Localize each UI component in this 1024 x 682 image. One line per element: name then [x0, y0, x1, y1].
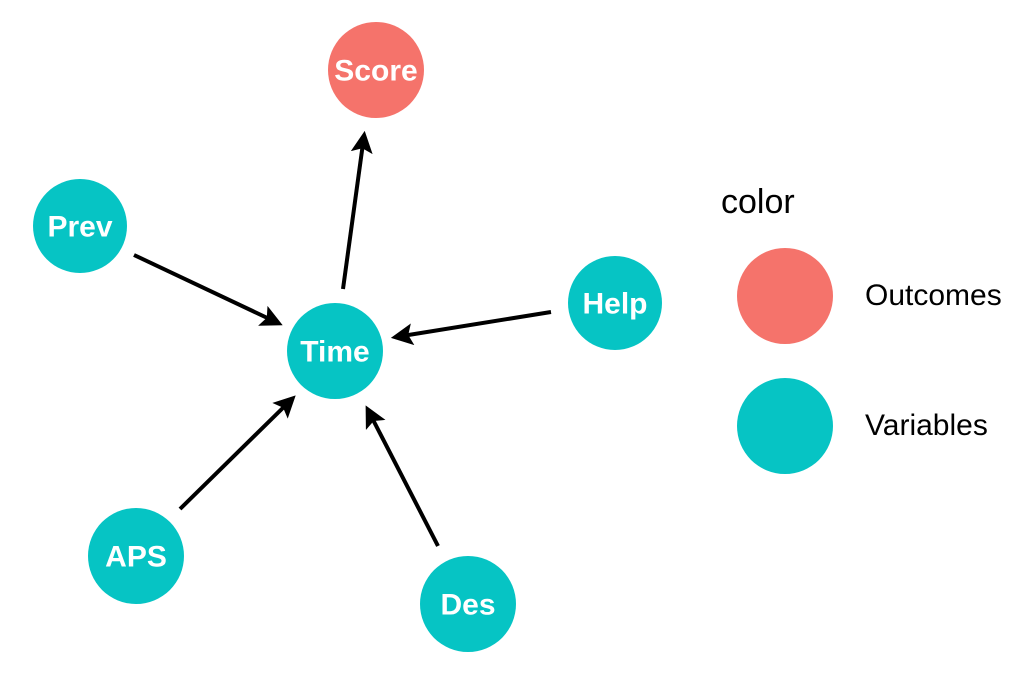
- node-aps[interactable]: APS: [88, 508, 184, 604]
- node-score-circle[interactable]: [328, 22, 424, 118]
- legend-item-variables[interactable]: Variables: [737, 378, 988, 474]
- legend-item-outcomes[interactable]: Outcomes: [737, 248, 1002, 344]
- node-help[interactable]: Help: [568, 256, 662, 350]
- node-aps-label: APS: [105, 541, 167, 574]
- node-prev[interactable]: Prev: [33, 179, 127, 273]
- edge-prev-to-time: [133, 253, 283, 326]
- node-des-circle[interactable]: [420, 556, 516, 652]
- legend-label-variables: Variables: [865, 409, 988, 442]
- node-time-circle[interactable]: [287, 303, 383, 399]
- node-aps-circle[interactable]: [88, 508, 184, 604]
- edge-aps-to-time: [178, 395, 296, 511]
- node-help-label: Help: [582, 288, 647, 321]
- legend-swatch-variables: [737, 378, 833, 474]
- legend-swatch-outcomes: [737, 248, 833, 344]
- node-group: Score Prev Time Help APS Des: [33, 22, 662, 652]
- node-time-label: Time: [300, 336, 369, 369]
- node-des-label: Des: [440, 589, 495, 622]
- node-score[interactable]: Score: [328, 22, 424, 118]
- node-prev-circle[interactable]: [33, 179, 127, 273]
- edge-group: [133, 130, 552, 547]
- node-prev-label: Prev: [47, 211, 112, 244]
- node-time[interactable]: Time: [287, 303, 383, 399]
- node-help-circle[interactable]: [568, 256, 662, 350]
- edge-help-to-time: [390, 310, 552, 346]
- edge-des-to-time: [365, 405, 440, 547]
- legend-title: color: [721, 183, 795, 221]
- node-des[interactable]: Des: [420, 556, 516, 652]
- edge-time-to-score: [341, 130, 373, 290]
- legend-label-outcomes: Outcomes: [865, 279, 1002, 312]
- node-score-label: Score: [334, 55, 417, 88]
